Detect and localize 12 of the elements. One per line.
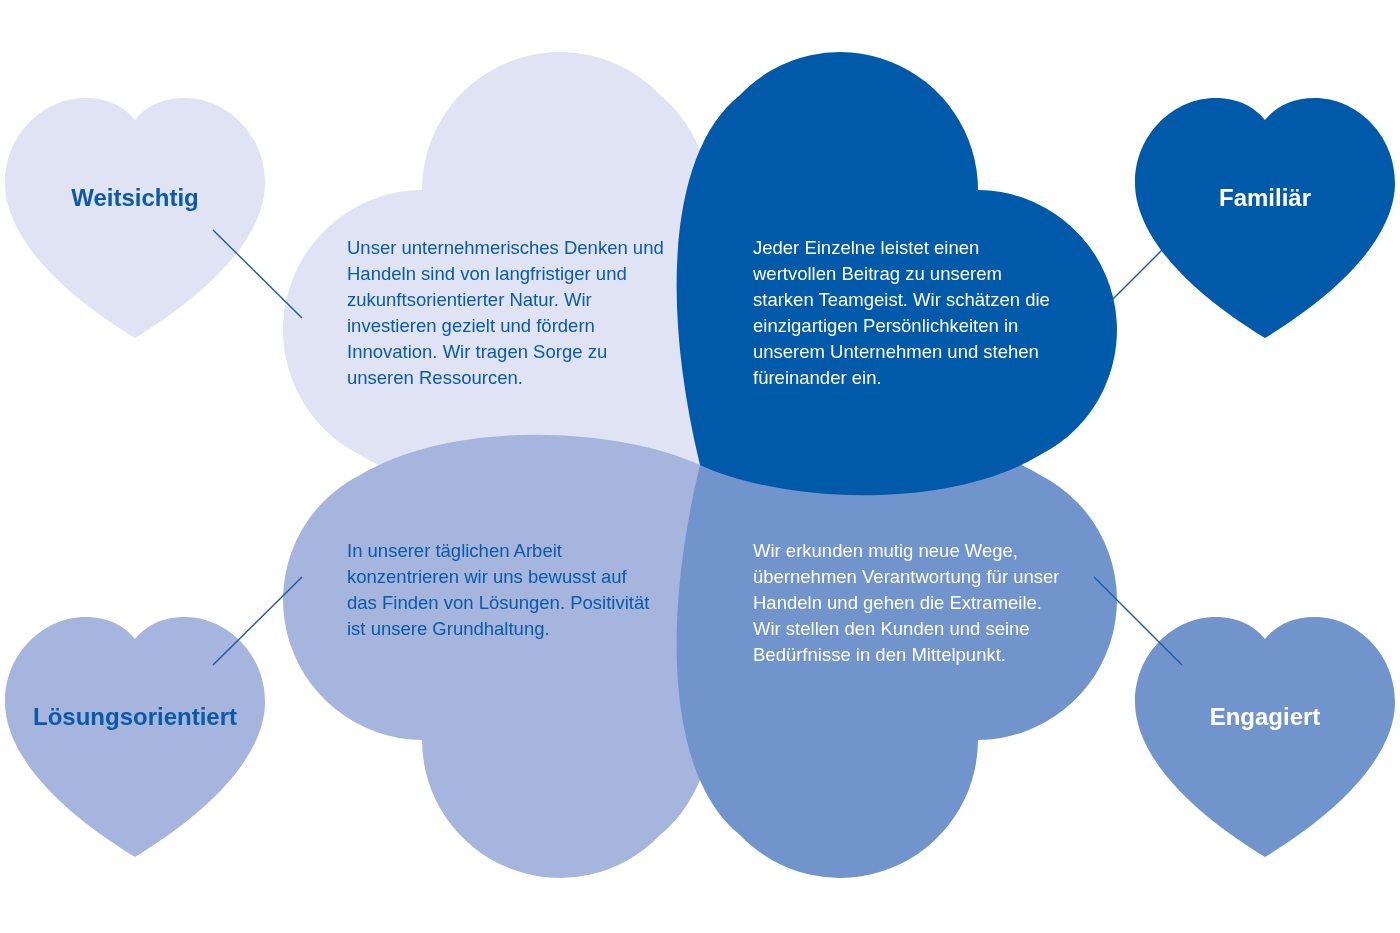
leader-line	[1093, 576, 1183, 666]
heart-title: Weitsichtig	[70, 184, 200, 212]
heart-title: Engagiert	[1208, 703, 1322, 731]
leaf-paragraph: In unserer täglichen Arbeit konzentrieren wir uns bewusst auf das Finden von Lösungen. Positivität ist unsere Grundhaltung.	[347, 539, 651, 641]
leader-line	[1109, 249, 1163, 303]
leaf-paragraph: Wir erkunden mutig neue Wege, übernehmen Verantwortung für unser Handeln und gehen die Extrameile. Wir stellen den Kunden und seine Bedürfnisse in den Mittelpunkt.	[753, 539, 1061, 667]
leader-line	[212, 576, 303, 666]
leaf-paragraph: Jeder Einzelne leistet einen wertvollen Beitrag zu unserem starken Teamgeist. Wir schätzen die einzigartigen Persönlichkeiten in unserem Unternehmen und stehen füreinander ein.	[753, 236, 1051, 390]
leaf-paragraph: Unser unternehmerisches Denken und Handeln sind von langfristiger und zukunftsorientierter Natur. Wir investieren gezielt und fördern Innovation. Wir tragen Sorge zu unseren Ressourcen.	[347, 236, 665, 390]
heart-title: Familiär	[1217, 184, 1312, 212]
leader-line	[212, 229, 303, 319]
heart-title: Lösungsorientiert	[32, 703, 238, 731]
